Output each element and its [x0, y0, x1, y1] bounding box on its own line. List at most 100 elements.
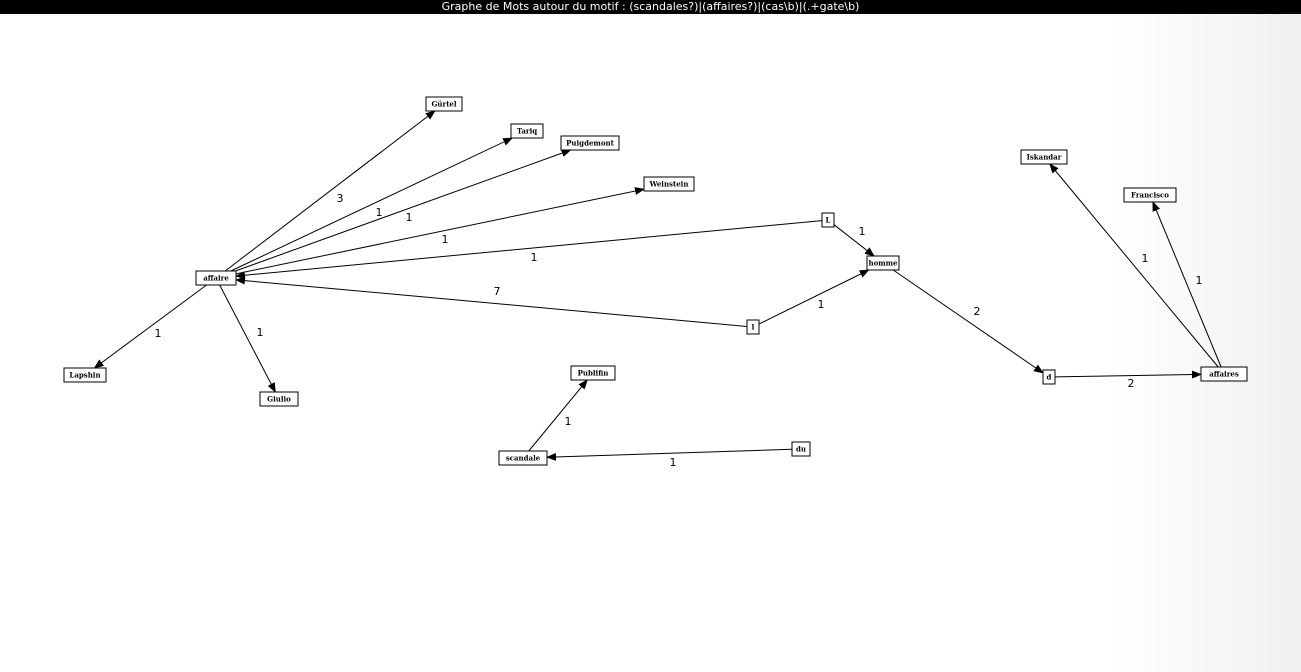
node-box: [570, 365, 616, 381]
edge-line: [833, 224, 875, 257]
window-title-bar: Graphe de Mots autour du motif : (scanda…: [0, 0, 1301, 14]
node-label: Puigdemont: [566, 139, 614, 148]
node-box: [643, 176, 695, 192]
edge-affaire-to-weinstein: 1: [235, 187, 645, 275]
edge-weight-label: 1: [531, 251, 538, 264]
node-box: [195, 270, 237, 286]
edge-weight-label: 2: [974, 305, 981, 318]
node-box: [259, 391, 299, 407]
edge-d-to-affaires: 2: [1054, 370, 1202, 390]
node-box: [425, 96, 463, 112]
edge-weight-label: 1: [442, 233, 449, 246]
edge-weight-label: 7: [494, 285, 501, 298]
edge-weight-label: 1: [1142, 252, 1149, 265]
edge-weight-label: 3: [337, 192, 344, 205]
edge-line: [892, 269, 1044, 374]
node-label: Giulio: [267, 395, 291, 404]
edge-weight-label: 1: [257, 326, 264, 339]
node-scandale[interactable]: scandale: [498, 450, 548, 466]
edge-homme-to-d: 2: [892, 269, 1044, 374]
node-box: [1200, 366, 1248, 382]
node-lapshin[interactable]: Lapshin: [63, 367, 107, 383]
node-box: [560, 135, 620, 151]
node-gurtel[interactable]: Gürtel: [425, 96, 463, 112]
node-affaires[interactable]: affaires: [1200, 366, 1248, 382]
nodes-layer: affaire GürtelTariqPuigdemontWeinsteinLho…: [63, 96, 1248, 466]
edge-affaire-to-gurtel: 3: [224, 110, 436, 272]
edge-affaires-to-francisco: 1: [1152, 201, 1222, 368]
edge-weight-label: 1: [1196, 274, 1203, 287]
edge-affaire-to-tariq: 1: [230, 137, 514, 272]
edge-weight-label: 1: [670, 456, 677, 469]
node-box: [746, 319, 760, 335]
edge-affaire-to-giulio: 1: [219, 284, 276, 393]
node-homme[interactable]: homme: [866, 255, 900, 271]
edge-line: [93, 284, 207, 369]
edge-weight-label: 1: [376, 206, 383, 219]
node-label: Tariq: [517, 127, 537, 136]
node-box: [510, 123, 544, 139]
edge-l-to-affaire: 7: [235, 276, 748, 327]
edge-line: [224, 110, 436, 272]
edge-affaire-to-puigdemont: 1: [235, 149, 572, 272]
node-label: Weinstein: [649, 180, 689, 189]
node-du[interactable]: du: [791, 441, 811, 457]
node-box: [821, 212, 835, 228]
edge-line: [235, 149, 572, 272]
edge-L-to-affaire: 1: [235, 220, 823, 280]
edge-line: [528, 379, 588, 452]
node-label: Publifin: [578, 369, 609, 378]
node-tariq[interactable]: Tariq: [510, 123, 544, 139]
node-box: [1042, 369, 1056, 385]
node-box: [1123, 187, 1177, 203]
node-box: [63, 367, 107, 383]
node-publifin[interactable]: Publifin: [570, 365, 616, 381]
node-iskandar[interactable]: Iskandar: [1020, 149, 1068, 165]
edge-weight-label: 1: [565, 415, 572, 428]
edge-L-to-homme: 1: [833, 224, 875, 257]
edge-line: [1152, 201, 1222, 368]
edge-scandale-to-publifin: 1: [528, 379, 588, 452]
node-label: Gürtel: [431, 100, 456, 109]
node-affaire[interactable]: affaire: [195, 270, 237, 286]
node-label: affaire: [203, 274, 229, 283]
edge-line: [1054, 370, 1202, 379]
node-giulio[interactable]: Giulio: [259, 391, 299, 407]
edge-line: [235, 187, 645, 275]
edge-line: [1049, 163, 1219, 368]
edge-line: [235, 276, 748, 327]
node-L[interactable]: L: [821, 212, 835, 228]
node-label: d: [1047, 373, 1052, 382]
edges-layer: 3 1 1 1 1 7 1 1 1 1 2 2 1 1 1 1: [93, 110, 1222, 469]
node-d[interactable]: d: [1042, 369, 1056, 385]
edge-line: [235, 220, 823, 280]
node-label: affaires: [1209, 370, 1239, 379]
edge-line: [219, 284, 276, 393]
node-puigdemont[interactable]: Puigdemont: [560, 135, 620, 151]
edge-affaire-to-lapshin: 1: [93, 284, 207, 369]
edge-line: [230, 137, 514, 272]
node-francisco[interactable]: Francisco: [1123, 187, 1177, 203]
node-box: [866, 255, 900, 271]
node-weinstein[interactable]: Weinstein: [643, 176, 695, 192]
edge-l-to-homme: 1: [758, 269, 870, 325]
edge-weight-label: 1: [155, 327, 162, 340]
node-label: l: [752, 323, 755, 332]
edge-line: [546, 448, 793, 461]
node-box: [791, 441, 811, 457]
node-box: [498, 450, 548, 466]
node-l[interactable]: l: [746, 319, 760, 335]
edge-line: [758, 269, 870, 325]
node-label: homme: [868, 259, 898, 268]
node-label: L: [826, 216, 831, 225]
edge-weight-label: 1: [406, 211, 413, 224]
window-title: Graphe de Mots autour du motif : (scanda…: [441, 0, 860, 13]
edge-du-to-scandale: 1: [546, 448, 793, 469]
edge-affaires-to-iskandar: 1: [1049, 163, 1219, 368]
node-label: du: [796, 445, 806, 454]
edge-weight-label: 2: [1128, 377, 1135, 390]
edge-weight-label: 1: [818, 298, 825, 311]
node-label: Lapshin: [69, 371, 100, 380]
edge-weight-label: 1: [859, 225, 866, 238]
